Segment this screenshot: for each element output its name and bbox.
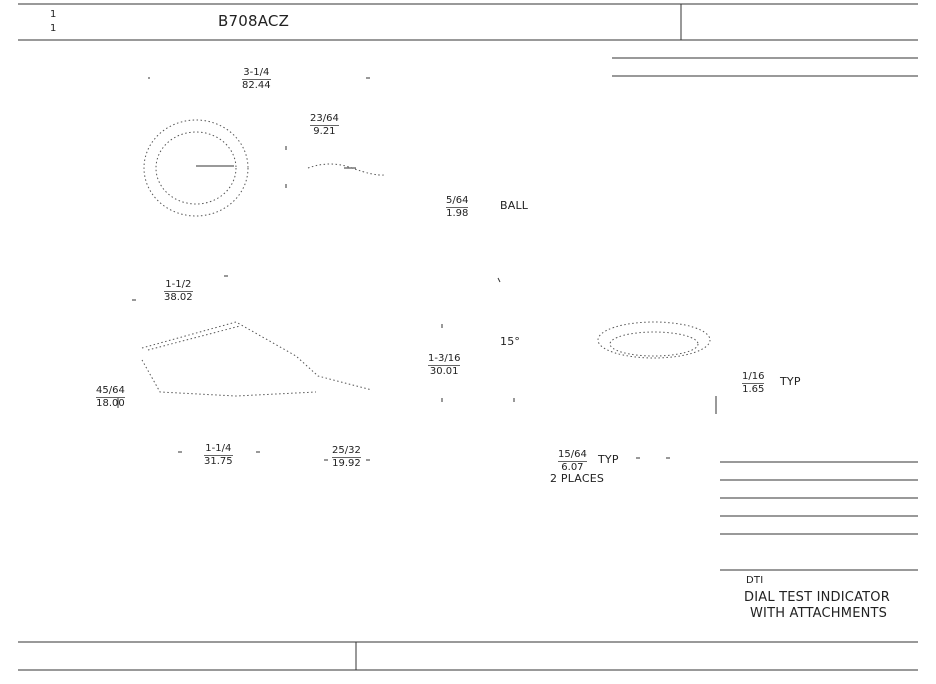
hole-qty: 2 PLACES — [550, 472, 605, 485]
ring-thickness-note: TYP — [780, 375, 801, 388]
dim-arm-height: 45/64 18.00 — [96, 385, 125, 409]
hole-size-note: TYP — [598, 453, 619, 466]
dim-arm-length: 1-1/2 38.02 — [164, 279, 193, 303]
description-line2: WITH ATTACHMENTS — [750, 606, 888, 621]
description-tag: DTI — [746, 575, 764, 586]
dim-angle: 15° — [500, 335, 521, 348]
description-line1: DIAL TEST INDICATOR — [744, 590, 890, 605]
dim-overall-length: 3-1/4 82.44 — [242, 67, 271, 91]
dim-hole-size: 15/64 6.07 — [558, 449, 587, 473]
dim-ring-thickness: 1/16 1.65 — [742, 371, 765, 395]
dim-head-offset: 23/64 9.21 — [310, 113, 339, 137]
sheet-number-top: 1 — [50, 9, 57, 20]
part-number: B708ACZ — [218, 12, 290, 30]
sheet-number-bottom: 1 — [50, 23, 57, 34]
ball-note: BALL — [500, 199, 529, 212]
dim-base-length: 1-1/4 31.75 — [204, 443, 233, 467]
dim-body-length: 1-3/16 30.01 — [428, 353, 461, 377]
dim-ball-dia: 5/64 1.98 — [446, 195, 469, 219]
dim-stem-length: 25/32 19.92 — [332, 445, 361, 469]
